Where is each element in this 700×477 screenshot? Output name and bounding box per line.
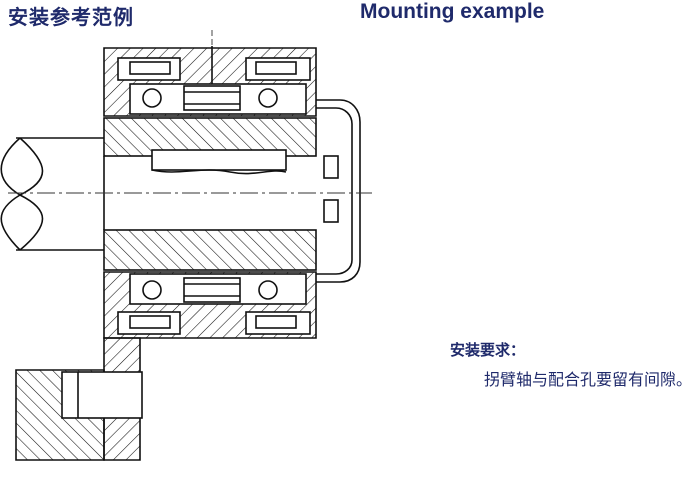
requirements-text: 拐臂轴与配合孔要留有间隙。 — [484, 370, 693, 389]
requirements-heading: 安装要求： — [450, 341, 526, 359]
inner-hub — [103, 117, 317, 271]
screws — [129, 46, 297, 329]
bearings-top — [142, 85, 278, 111]
torque-arm — [15, 337, 143, 461]
shaft — [0, 137, 104, 251]
end-cover — [316, 99, 361, 283]
bearings-bottom — [142, 277, 278, 303]
title-english: Mounting example — [360, 0, 545, 23]
title-chinese: 安装参考范例 — [8, 5, 134, 29]
